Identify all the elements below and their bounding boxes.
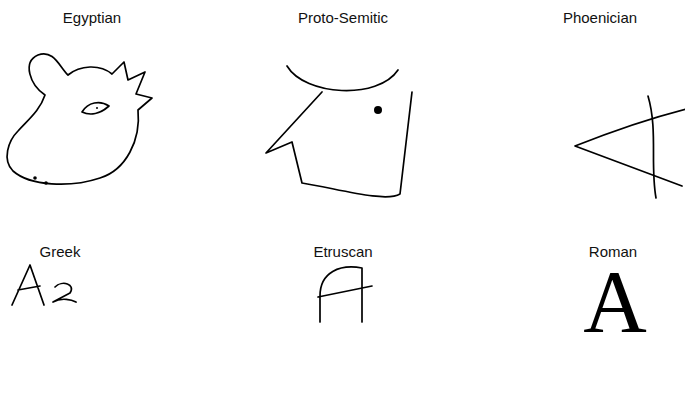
ox-eye	[82, 103, 109, 114]
script-name: Proto-Semitic	[298, 9, 388, 27]
proto-semitic-head	[266, 92, 412, 197]
script-name: Egyptian	[63, 9, 121, 27]
ox-pupil	[96, 107, 98, 109]
greek-alpha-cursive	[53, 283, 76, 302]
roman-letter: A	[583, 258, 647, 346]
script-name: Greek	[40, 243, 81, 261]
proto-semitic-arc	[287, 66, 398, 91]
greek-alpha	[12, 265, 44, 305]
ox-nostril	[33, 176, 37, 180]
script-name: Etruscan	[313, 243, 372, 261]
proto-semitic-eye	[374, 106, 382, 114]
phoenician-stroke	[648, 96, 656, 198]
phoenician-angle	[575, 108, 685, 186]
ox-head	[7, 54, 152, 184]
ox-nostril	[44, 181, 48, 185]
script-name: Phoenician	[563, 9, 637, 27]
etruscan-alpha	[318, 267, 372, 322]
